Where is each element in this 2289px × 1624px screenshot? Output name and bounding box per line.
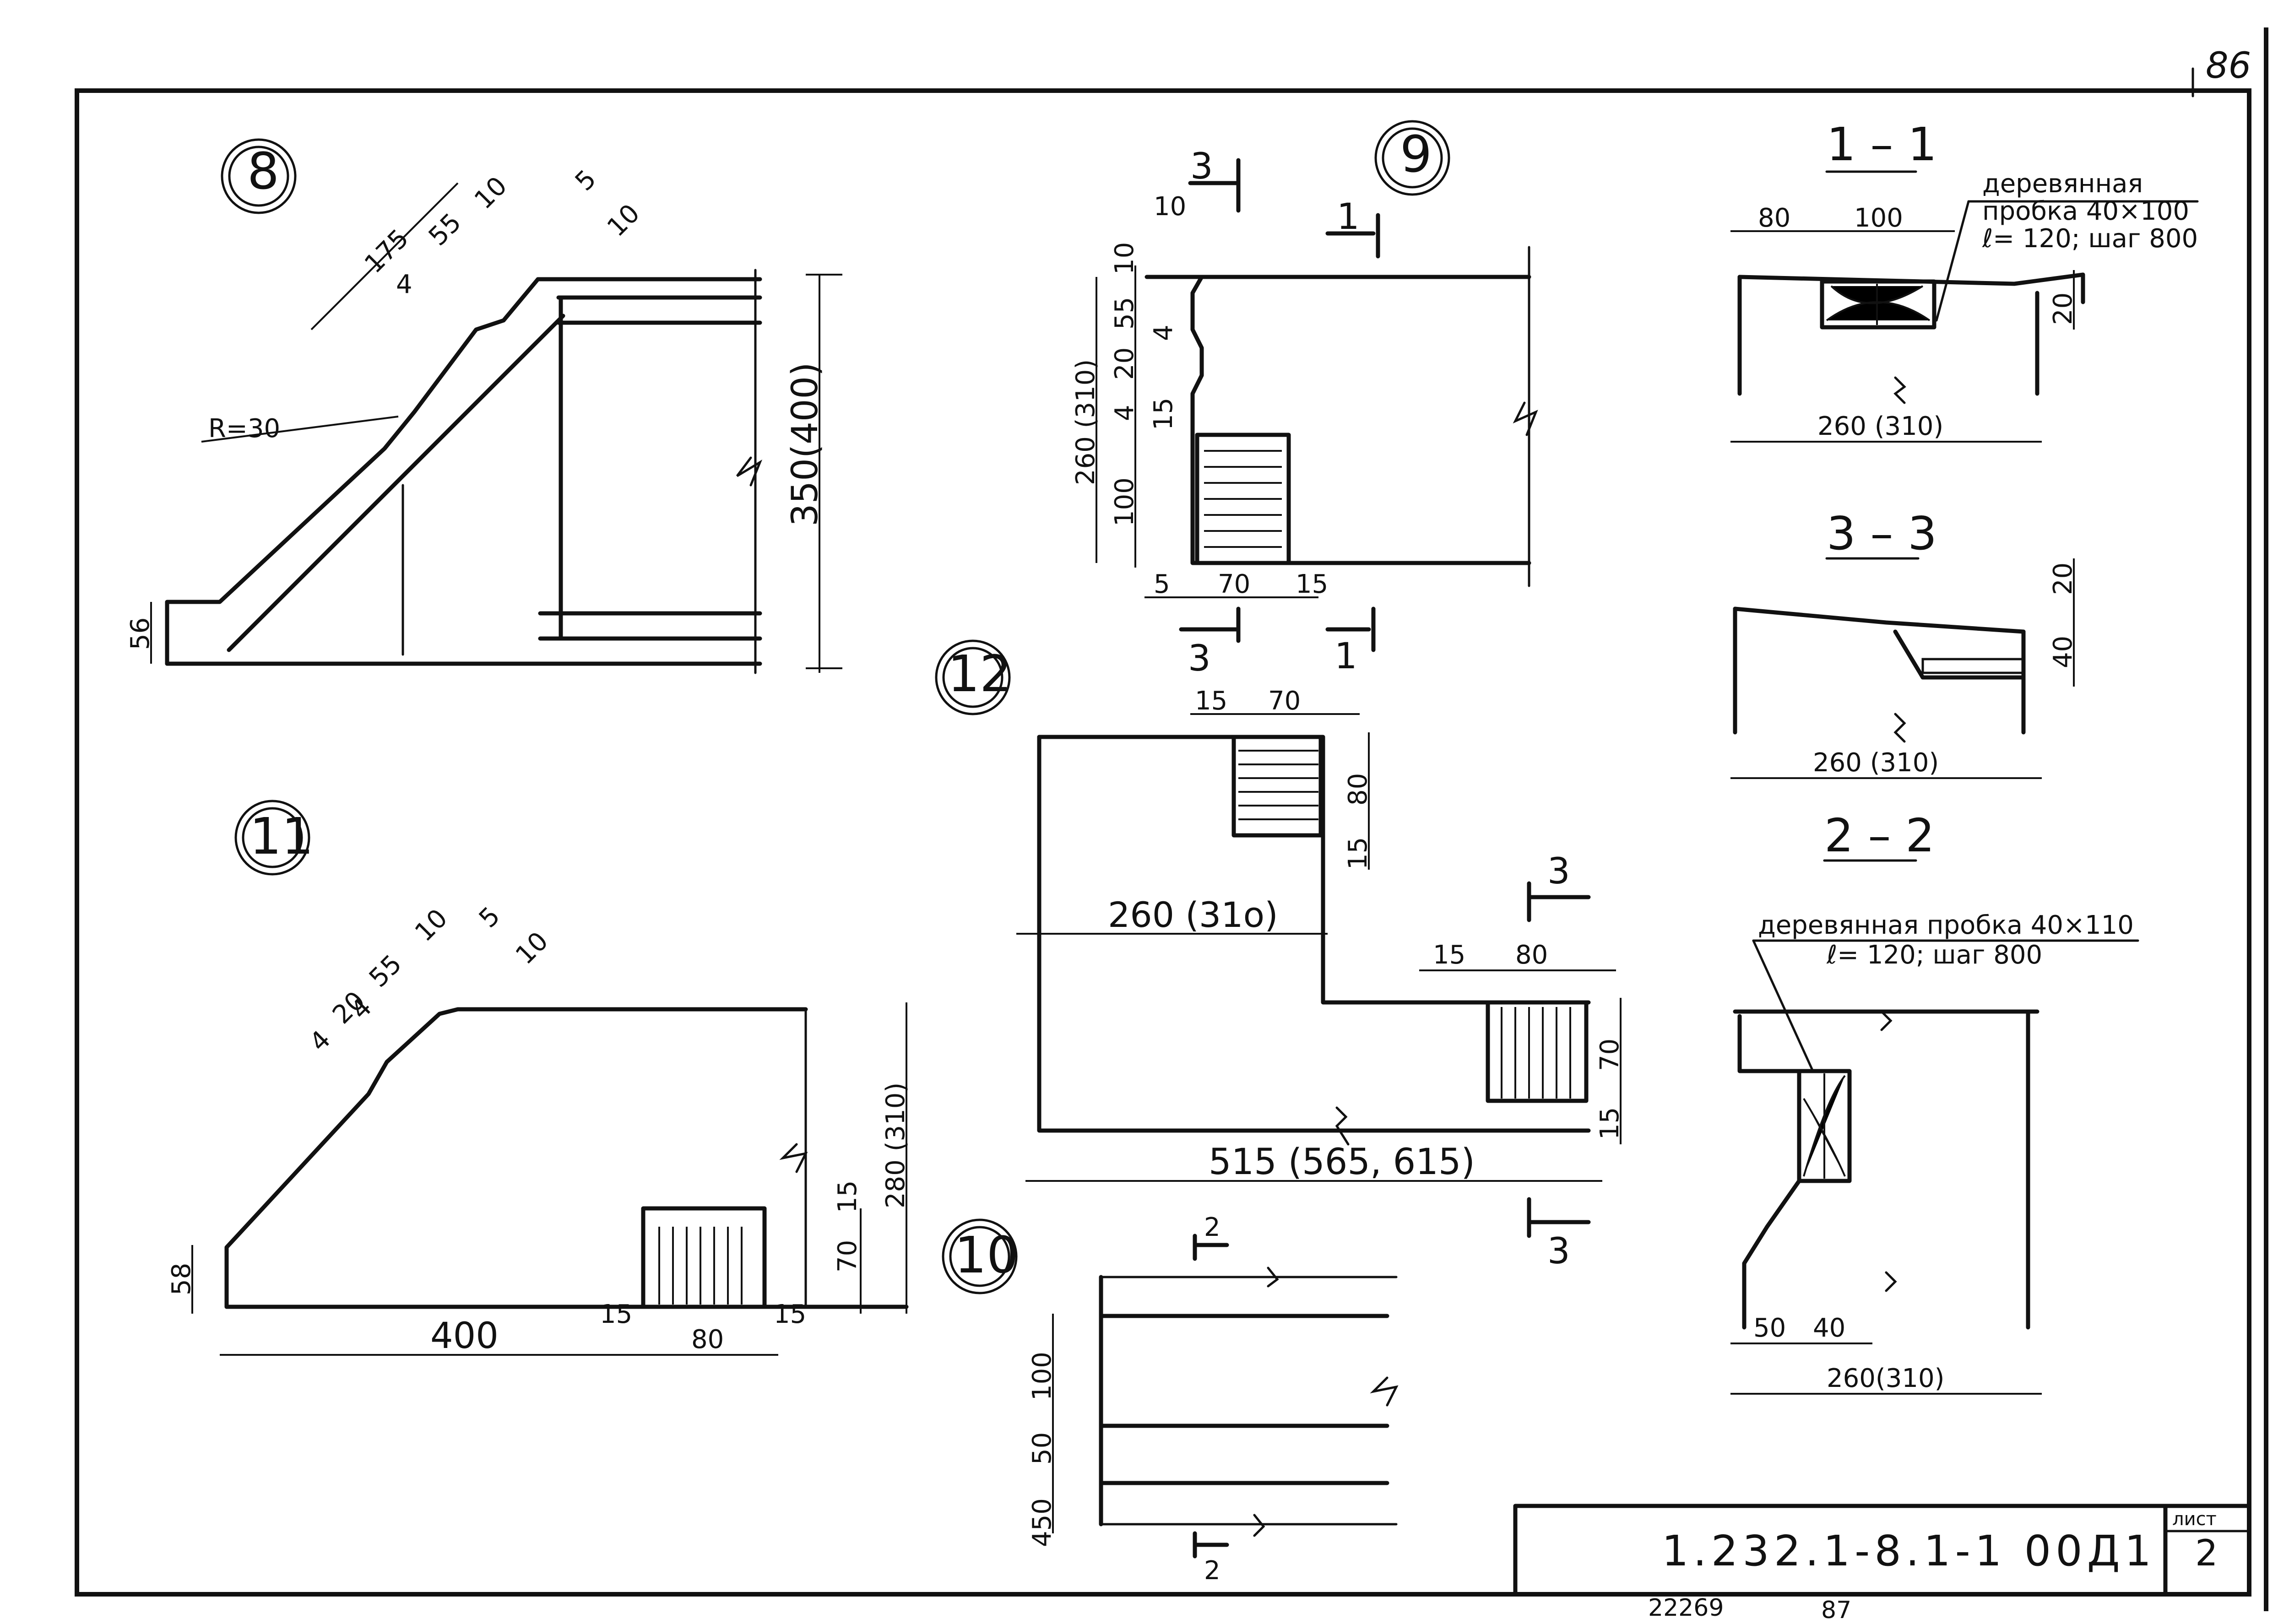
node-11-dim-height: 280 (310) bbox=[881, 1083, 911, 1208]
node-11-dim-b-80: 80 bbox=[691, 1325, 724, 1354]
node-9-dim-55: 55 bbox=[1110, 297, 1139, 330]
section-1-1: 1 – 1 деревянная пробка 40×100 ℓ= 120; ш… bbox=[1730, 118, 2199, 443]
node-9: 9 3 1 3 1 10 260 (310) 10 55 4 20 4 15 1 bbox=[1071, 120, 1538, 679]
bottom-number-right: 87 bbox=[1821, 1597, 1851, 1624]
node-8-dim-10b: 10 bbox=[602, 199, 645, 243]
section-3-3-dim-bottom: 260 (310) bbox=[1813, 748, 1939, 778]
node-9-cut-3-bottom: 3 bbox=[1188, 638, 1211, 679]
section-1-1-note-1: деревянная bbox=[1982, 169, 2143, 199]
node-11-dim-ch-10b: 10 bbox=[510, 926, 554, 970]
node-11-dim-ch-10a: 10 bbox=[409, 904, 453, 947]
node-9-dim-20: 20 bbox=[1110, 347, 1139, 380]
node-9-cut-3-top: 3 bbox=[1190, 146, 1213, 187]
node-8-dim-10a: 10 bbox=[469, 171, 513, 215]
node-11-insert-hatch bbox=[658, 1227, 743, 1305]
node-12-dim-total: 515 (565, 615) bbox=[1209, 1142, 1475, 1183]
section-2-2-dim-total: 260(310) bbox=[1827, 1364, 1944, 1393]
sheet-number: 2 bbox=[2195, 1533, 2218, 1574]
node-9-dim-4a: 4 bbox=[1149, 325, 1178, 341]
node-10-dim-450: 450 bbox=[1027, 1498, 1057, 1547]
section-1-1-title: 1 – 1 bbox=[1827, 118, 1937, 171]
sheet-label: лист bbox=[2172, 1509, 2217, 1530]
sheet-frame: 86 bbox=[75, 27, 2268, 1611]
node-8-number: 8 bbox=[247, 142, 279, 200]
node-11-dim-b-15b: 15 bbox=[774, 1299, 806, 1329]
node-9-insert-hatch bbox=[1204, 450, 1282, 548]
node-12-dim-side-15: 15 bbox=[1595, 1107, 1625, 1140]
section-2-2-title: 2 – 2 bbox=[1824, 809, 1935, 862]
node-9-number: 9 bbox=[1400, 125, 1432, 184]
node-10-cut-bottom: 2 bbox=[1204, 1556, 1220, 1586]
section-3-3-title: 3 – 3 bbox=[1827, 507, 1937, 560]
node-8: 8 350(400) 56 175 55 10 4 5 10 R=30 bbox=[125, 138, 842, 674]
node-8-radius: R=30 bbox=[208, 414, 280, 444]
section-1-1-note-2: пробка 40×100 bbox=[1982, 196, 2189, 226]
bottom-number-left: 22269 bbox=[1648, 1594, 1724, 1622]
drawing-code: 1.232.1-8.1-1 00Д1 bbox=[1662, 1527, 2156, 1575]
section-2-2-dim-50: 50 bbox=[1753, 1313, 1786, 1343]
node-11-dim-ch-55: 55 bbox=[363, 949, 407, 993]
node-9-cut-1-top: 1 bbox=[1337, 196, 1360, 238]
node-8-dim-56: 56 bbox=[125, 617, 155, 650]
section-1-1-dim-20: 20 bbox=[2048, 292, 2078, 325]
node-9-dim-100: 100 bbox=[1110, 477, 1139, 526]
node-9-dim-top-10: 10 bbox=[1154, 192, 1186, 222]
node-12-dim-15b: 15 bbox=[1343, 837, 1373, 870]
node-11-dim-b-15a: 15 bbox=[600, 1299, 632, 1329]
section-3-3: 3 – 3 20 40 260 (310) bbox=[1730, 507, 2078, 779]
node-10-dim-100: 100 bbox=[1027, 1352, 1057, 1401]
node-12-number: 12 bbox=[948, 644, 1012, 703]
node-12-cut-bottom: 3 bbox=[1547, 1231, 1570, 1272]
node-10-dim-50: 50 bbox=[1027, 1432, 1057, 1465]
node-8-dim-55: 55 bbox=[423, 208, 467, 252]
section-2-2-note-2: ℓ= 120; шаг 800 bbox=[1826, 940, 2042, 970]
section-2-2: 2 – 2 деревянная пробка 40×110 ℓ= 120; ш… bbox=[1730, 809, 2139, 1395]
node-12-dim-r-80: 80 bbox=[1515, 940, 1548, 970]
node-11-dim-15: 15 bbox=[833, 1180, 862, 1213]
node-11-dim-70: 70 bbox=[833, 1240, 862, 1272]
section-3-3-dim-20: 20 bbox=[2048, 563, 2078, 595]
node-9-dim-total: 260 (310) bbox=[1071, 359, 1101, 485]
node-12-insert-top-hatch bbox=[1238, 750, 1318, 820]
node-11-dim-ch-5: 5 bbox=[473, 901, 506, 934]
node-8-dim-5: 5 bbox=[570, 164, 602, 197]
node-10-cut-top: 2 bbox=[1204, 1213, 1220, 1242]
node-12-dim-15: 15 bbox=[1195, 686, 1227, 716]
node-12-dim-70: 70 bbox=[1268, 686, 1301, 716]
section-2-2-note-1: деревянная пробка 40×110 bbox=[1758, 910, 2134, 940]
node-11: 11 280 (310) 15 70 58 400 15 80 15 4 20 … bbox=[167, 800, 911, 1357]
node-9-dim-10: 10 bbox=[1110, 242, 1139, 275]
node-10-number: 10 bbox=[955, 1226, 1019, 1284]
corner-page-number: 86 bbox=[2206, 45, 2251, 87]
node-11-number: 11 bbox=[250, 807, 314, 866]
node-9-cut-1-bottom: 1 bbox=[1334, 636, 1357, 677]
section-1-1-dim-bottom: 260 (310) bbox=[1817, 411, 1943, 441]
node-12-insert-right-hatch bbox=[1501, 1007, 1571, 1099]
node-9-dim-bottom-70: 70 bbox=[1218, 569, 1250, 599]
title-block: 1.232.1-8.1-1 00Д1 лист 2 bbox=[1513, 1504, 2251, 1597]
section-1-1-dim-80: 80 bbox=[1758, 203, 1790, 233]
node-9-dim-bottom-5: 5 bbox=[1154, 569, 1170, 599]
node-9-dim-15: 15 bbox=[1149, 398, 1178, 430]
node-11-dim-ch-4a: 4 bbox=[304, 1025, 336, 1057]
node-9-dim-4b: 4 bbox=[1110, 405, 1139, 421]
node-12-dim-80: 80 bbox=[1343, 773, 1373, 806]
section-3-3-dim-40: 40 bbox=[2048, 636, 2078, 668]
node-12-dim-mid: 260 (31о) bbox=[1108, 894, 1278, 935]
section-1-1-note-3: ℓ= 120; шаг 800 bbox=[1982, 224, 2198, 254]
node-12-cut-top: 3 bbox=[1547, 851, 1570, 892]
section-2-2-dim-40: 40 bbox=[1813, 1313, 1845, 1343]
node-11-dim-400: 400 bbox=[430, 1315, 499, 1357]
node-9-dim-bottom-15: 15 bbox=[1296, 569, 1328, 599]
section-1-1-dim-100: 100 bbox=[1854, 203, 1903, 233]
node-12: 12 15 70 80 15 260 (31о) 15 80 70 15 515… bbox=[935, 639, 1625, 1272]
node-10: 10 2 2 100 50 450 bbox=[942, 1213, 1399, 1586]
node-8-dim-4: 4 bbox=[396, 270, 412, 299]
node-12-dim-side-70: 70 bbox=[1595, 1039, 1625, 1071]
node-12-dim-r-15: 15 bbox=[1433, 940, 1465, 970]
node-8-dim-height: 350(400) bbox=[785, 362, 826, 526]
node-11-dim-58: 58 bbox=[167, 1263, 196, 1295]
